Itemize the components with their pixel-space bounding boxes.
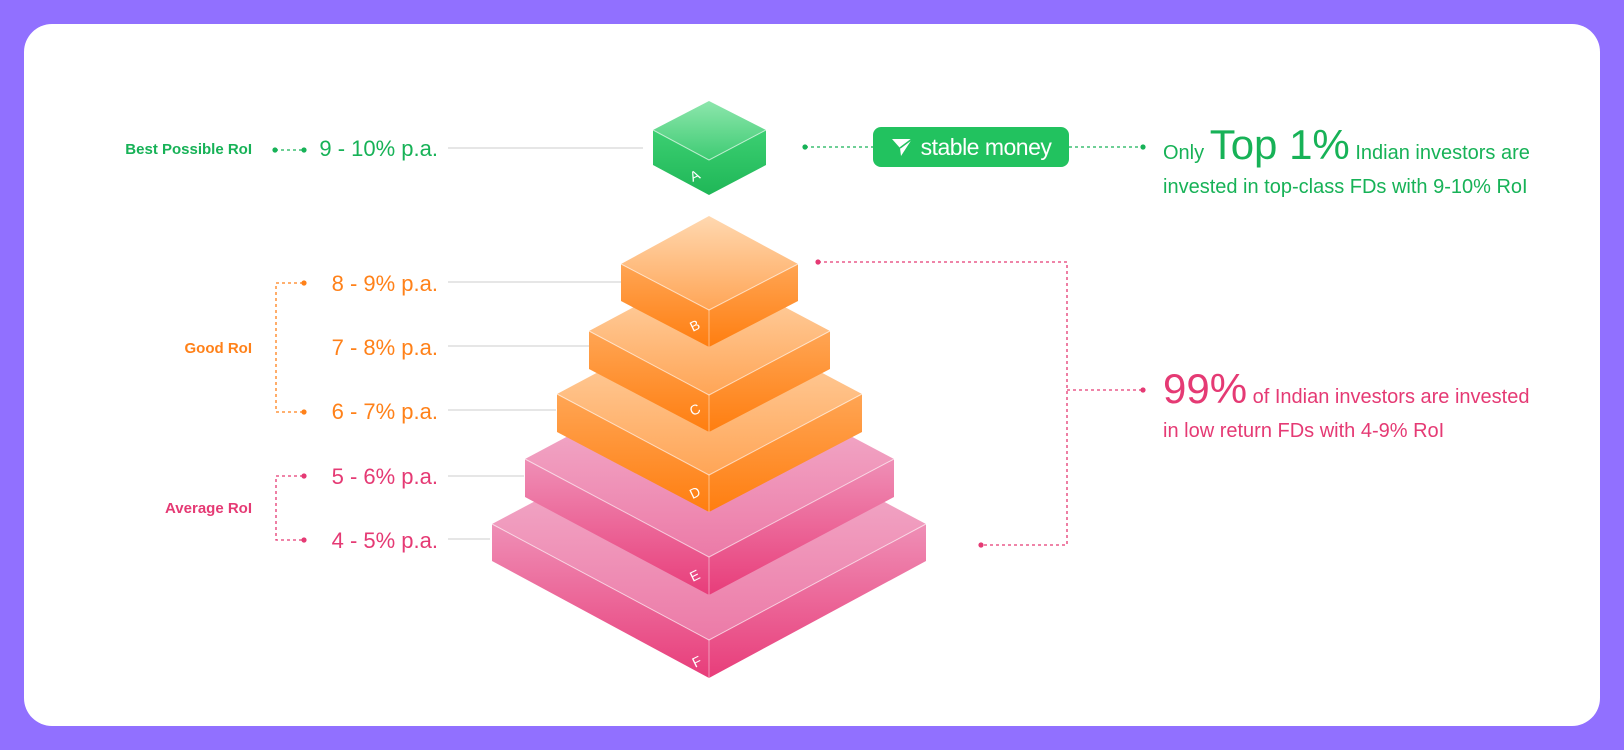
bottom-callout: 99% of Indian investors are invested in … [1163, 368, 1530, 448]
stable-money-logo: stable money [873, 127, 1069, 167]
left-connectors [275, 149, 303, 541]
rate-c: 7 - 8% p.a. [331, 335, 438, 360]
category-good-roi: Good RoI [184, 340, 253, 357]
rate-leader-lines [448, 147, 643, 540]
rate-f: 4 - 5% p.a. [331, 528, 438, 553]
rate-d: 6 - 7% p.a. [331, 399, 438, 424]
bottom-callout-line2: in low return FDs with 4-9% RoI [1163, 420, 1445, 442]
category-average-roi: Average RoI [165, 500, 252, 517]
bottom-callout-line1: of Indian investors are invested [1252, 386, 1530, 408]
layer-b [620, 216, 799, 347]
rate-b: 8 - 9% p.a. [331, 271, 438, 296]
left-connector-dots [272, 147, 307, 543]
top-callout-highlight: Top 1% [1209, 121, 1350, 168]
right-connector-dots [802, 144, 1146, 548]
layer-a [652, 101, 767, 195]
category-best-roi: Best Possible RoI [125, 141, 252, 158]
paper-plane-icon [891, 138, 913, 156]
top-callout-line1: Indian investors are [1355, 142, 1530, 164]
rate-e: 5 - 6% p.a. [331, 464, 438, 489]
top-callout: Only Top 1% Indian investors are investe… [1163, 124, 1530, 204]
brand-name: stable money [920, 133, 1052, 160]
right-connectors [805, 146, 1143, 546]
top-callout-prefix: Only [1163, 142, 1205, 164]
rate-a: 9 - 10% p.a. [319, 136, 438, 161]
top-callout-line2: invested in top-class FDs with 9-10% RoI [1163, 176, 1528, 198]
bottom-callout-highlight: 99% [1163, 365, 1248, 412]
